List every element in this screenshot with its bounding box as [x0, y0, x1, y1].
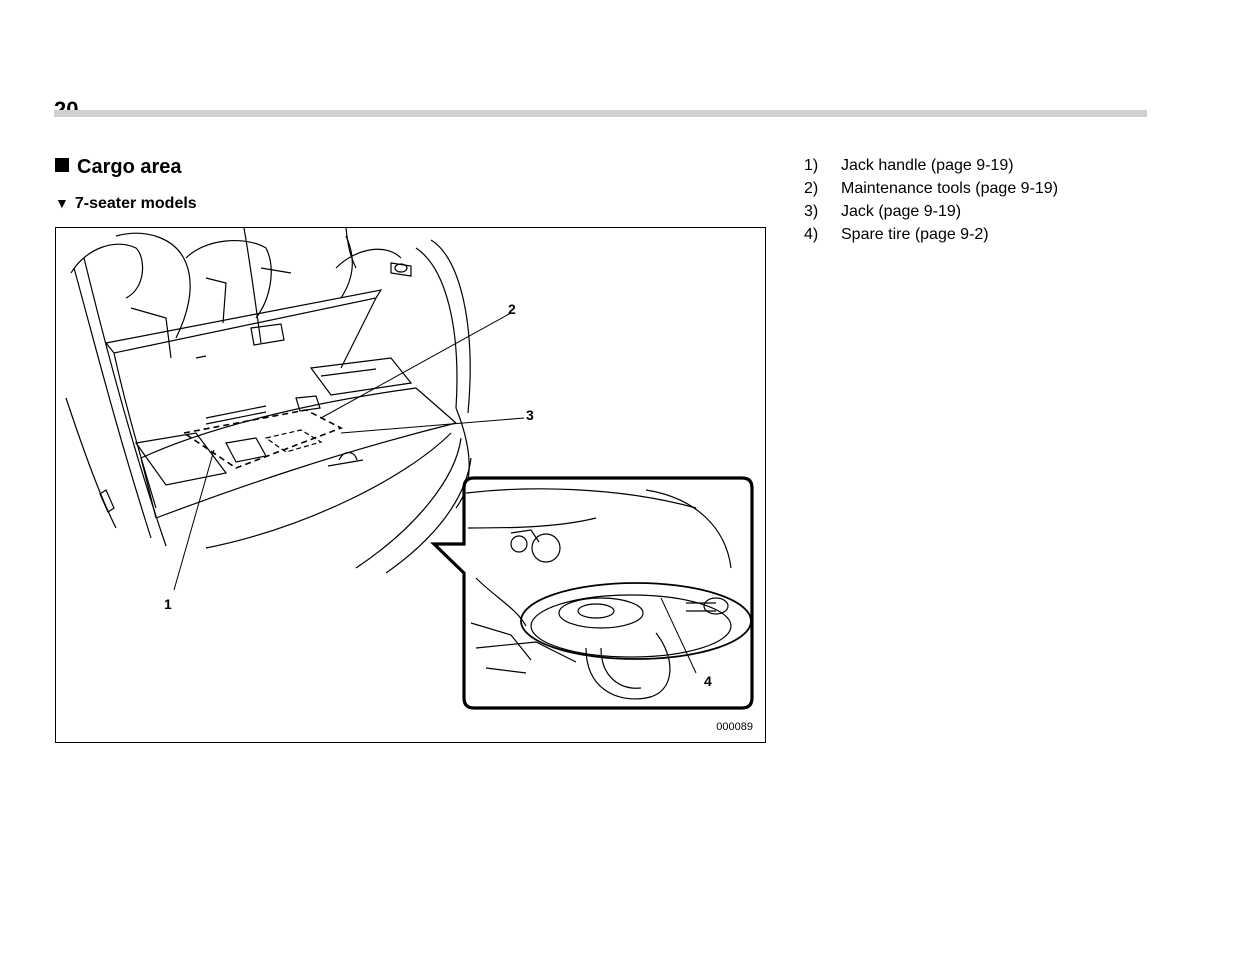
section-title: Cargo area	[55, 155, 182, 179]
section-title-text: Cargo area	[77, 156, 182, 178]
header-rule	[54, 110, 1147, 117]
callout-3: 3	[526, 407, 534, 423]
callout-1: 1	[164, 596, 172, 612]
cargo-area-illustration: 1 2 3 4 000089	[55, 227, 766, 743]
legend-item: 4) Spare tire (page 9-2)	[804, 223, 1058, 246]
callout-4: 4	[704, 673, 712, 689]
triangle-bullet-icon: ▼	[55, 195, 69, 211]
legend-item-text: Spare tire (page 9-2)	[841, 226, 989, 243]
legend-item: 1) Jack handle (page 9-19)	[804, 154, 1058, 177]
square-bullet-icon	[55, 158, 69, 172]
legend-item-text: Maintenance tools (page 9-19)	[841, 180, 1059, 197]
legend-item: 2) Maintenance tools (page 9-19)	[804, 177, 1058, 200]
legend-item-number: 1)	[804, 157, 819, 174]
cargo-area-drawing	[65, 228, 754, 710]
legend-item-number: 3)	[804, 203, 819, 220]
legend-item-number: 2)	[804, 180, 819, 197]
page-number: 20	[54, 97, 78, 123]
legend-item: 3) Jack (page 9-19)	[804, 200, 1058, 223]
callout-2: 2	[508, 301, 516, 317]
legend-item-number: 4)	[804, 226, 819, 243]
legend-item-text: Jack (page 9-19)	[841, 203, 962, 220]
subsection-title: ▼ 7-seater models	[55, 193, 197, 214]
subsection-title-text: 7-seater models	[74, 195, 197, 212]
figure-code: 000089	[716, 721, 753, 733]
legend-item-text: Jack handle (page 9-19)	[841, 157, 1014, 174]
legend-list: 1) Jack handle (page 9-19) 2) Maintenance …	[804, 154, 1058, 246]
